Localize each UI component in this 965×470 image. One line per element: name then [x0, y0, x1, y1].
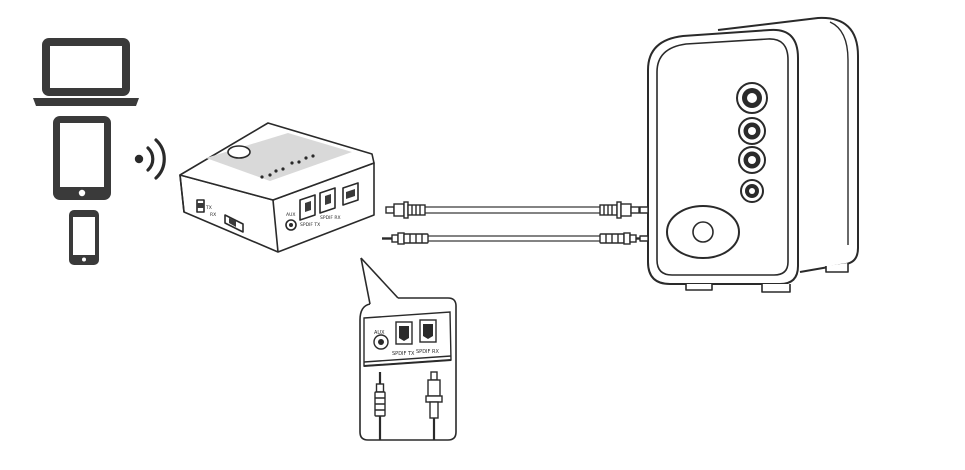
- label-aux: AUX: [286, 212, 295, 218]
- aux-cable-icon: [382, 232, 646, 245]
- detail-label-aux: AUX: [374, 330, 385, 336]
- label-tx: TX: [205, 205, 212, 211]
- smartphone-icon: [69, 210, 99, 265]
- port-detail-panel: [363, 311, 452, 367]
- transceiver-labels: TX RX AUX SPDIF TX SPDIF RX: [205, 205, 341, 228]
- label-spdif-rx: SPDIF RX: [320, 215, 341, 221]
- tablet-icon: [53, 116, 111, 200]
- laptop-icon: [33, 38, 139, 106]
- speaker-knobs: [736, 82, 768, 203]
- speaker-icon: [639, 16, 859, 293]
- port-detail-labels: AUX SPDIF TX SPDIF RX: [374, 330, 439, 357]
- aux-plug-detail: [374, 372, 386, 440]
- detail-label-spdif-tx: SPDIF TX: [392, 351, 415, 357]
- detail-label-spdif-rx: SPDIF RX: [416, 349, 439, 355]
- optical-plug-detail: [425, 371, 443, 440]
- label-spdif-tx: SPDIF TX: [300, 222, 320, 228]
- port-detail-callout: [359, 257, 457, 441]
- label-rx: RX: [210, 212, 216, 218]
- optical-cable-icon: [385, 201, 640, 219]
- wireless-signal-icon: [134, 138, 166, 180]
- bluetooth-transceiver: [179, 122, 375, 253]
